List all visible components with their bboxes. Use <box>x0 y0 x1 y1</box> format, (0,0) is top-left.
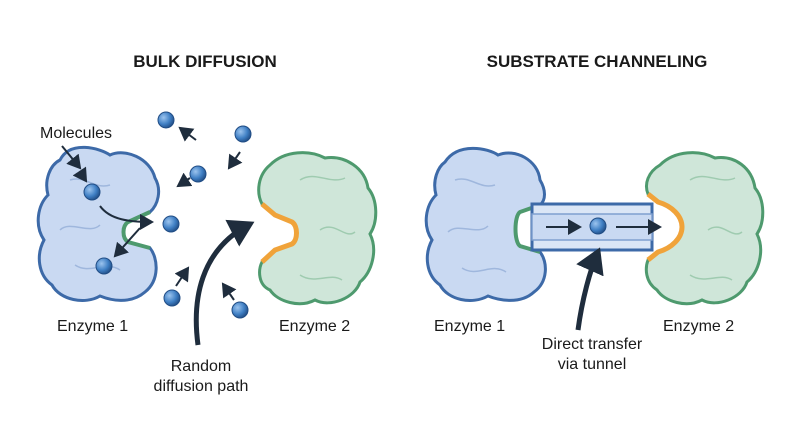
molecule <box>231 301 249 319</box>
diffusion-path-arrow <box>193 219 255 346</box>
right-enzyme-2-label: Enzyme 2 <box>663 318 734 335</box>
motion-arrow <box>176 172 193 188</box>
motion-arrow <box>72 166 88 183</box>
right-enzyme-2 <box>644 151 765 306</box>
molecule <box>157 111 175 129</box>
left-enzyme-1-label: Enzyme 1 <box>57 318 128 335</box>
left-enzyme-2 <box>257 151 378 306</box>
molecule <box>83 183 101 201</box>
motion-arrow <box>174 266 190 287</box>
left-enzyme-1 <box>36 145 161 302</box>
molecule <box>234 125 252 143</box>
motion-arrow <box>178 126 197 142</box>
molecules-pointer <box>61 145 82 170</box>
tunnel-label-line1: Direct transfer <box>542 336 643 353</box>
motion-arrow <box>221 282 237 301</box>
right-panel-title: SUBSTRATE CHANNELING <box>487 52 708 71</box>
right-enzyme-1 <box>424 146 547 302</box>
molecules-label: Molecules <box>40 125 112 142</box>
motion-arrow <box>113 227 141 258</box>
diffusion-path-label-line1: Random <box>171 358 231 375</box>
left-panel-title: BULK DIFFUSION <box>133 52 277 71</box>
left-enzyme-2-label: Enzyme 2 <box>279 318 350 335</box>
diffusion-path-label-line2: diffusion path <box>154 378 249 395</box>
molecule <box>162 215 180 233</box>
molecule <box>95 257 113 275</box>
motion-arrow <box>227 151 243 170</box>
molecule <box>189 165 207 183</box>
motion-arrows <box>72 126 243 301</box>
motion-arrow <box>99 205 154 230</box>
tunnel-label-line2: via tunnel <box>558 356 627 373</box>
molecule <box>163 289 181 307</box>
right-enzyme-1-label: Enzyme 1 <box>434 318 505 335</box>
tunnel-pointer-arrow <box>575 247 604 331</box>
molecules-group <box>83 111 252 319</box>
tunnel-molecule <box>589 217 607 235</box>
